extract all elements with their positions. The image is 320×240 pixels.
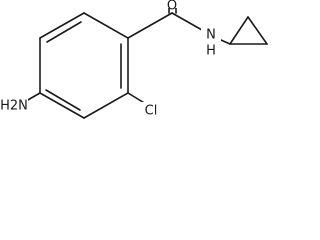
label-chloro: Cl: [141, 102, 161, 120]
label-amide-nh: N H: [201, 25, 221, 59]
chloro-label: Cl: [145, 104, 158, 119]
ring-double-bond-inner-3: [46, 21, 82, 43]
nitrogen-label: N: [206, 28, 216, 43]
amine-label: H2N: [0, 99, 28, 114]
label-amine: H2N: [0, 96, 28, 114]
label-carbonyl-oxygen: O: [164, 0, 180, 14]
cyclopropyl-bond-1: [229, 16, 249, 45]
ring-bond-c3-c4: [39, 92, 85, 119]
oxygen-label: O: [167, 0, 177, 14]
cyclopropyl-ring: [229, 16, 268, 45]
benzene-ring: [39, 12, 129, 119]
bond-ring-to-amine: [25, 92, 41, 102]
cyclopropyl-bond-2: [247, 16, 268, 45]
ring-double-bond-inner-2: [45, 89, 81, 111]
molecule-drawing: O N H H2N Cl: [0, 0, 268, 120]
bond-nitrogen-to-cyclopropyl: [220, 39, 231, 45]
ring-bond-c2-c3: [83, 92, 129, 119]
hydrogen-label: H: [206, 44, 216, 59]
bond-ring-to-carbonyl: [127, 12, 173, 39]
structure-canvas: O N H H2N Cl: [0, 0, 268, 120]
ring-bond-c6-c1: [83, 12, 129, 39]
bond-carbonyl-to-nitrogen: [171, 12, 203, 31]
ring-bond-c5-c6: [39, 12, 85, 39]
